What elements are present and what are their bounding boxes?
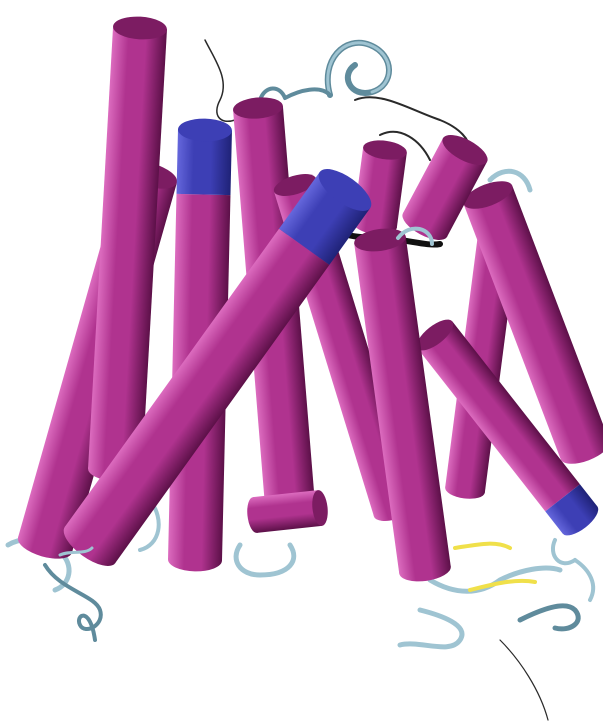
helix-body	[253, 490, 322, 533]
